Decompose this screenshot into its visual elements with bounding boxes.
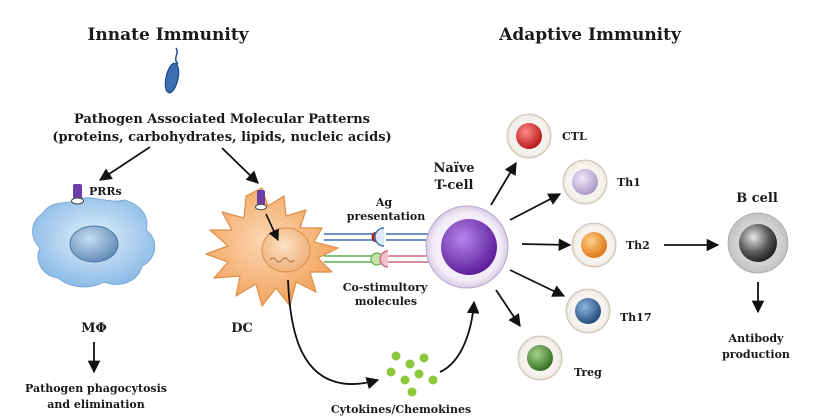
- arrow-to-th1: [509, 193, 562, 221]
- treg-label: Treg: [574, 366, 602, 379]
- costimulatory-synapse: [324, 250, 432, 268]
- th2-cell: [571, 222, 617, 268]
- bacterium-icon: [164, 47, 180, 94]
- naive-tcell-label-2: T-cell: [435, 178, 474, 193]
- pamp-subtitle: (proteins, carbohydrates, lipids, nuclei…: [52, 130, 391, 145]
- antibody-label-1: Antibody: [728, 332, 785, 345]
- arrow-dc-to-cytokines: [287, 279, 380, 390]
- dc-label: DC: [231, 321, 253, 336]
- ag-label-1: Ag: [375, 196, 393, 209]
- arrow-to-treg: [495, 289, 521, 328]
- cytokine-dots: [386, 351, 438, 397]
- phagocytosis-label-2: and elimination: [47, 398, 145, 411]
- treg-cell: [517, 335, 563, 381]
- th1-cell: [562, 159, 608, 205]
- innate-title: Innate Immunity: [87, 25, 249, 45]
- cytokines-label: Cytokines/Chemokines: [331, 403, 471, 416]
- antibody-label-2: production: [722, 348, 790, 361]
- th17-cell: [565, 288, 611, 334]
- prrs-label: PRRs: [89, 185, 122, 198]
- adaptive-title: Adaptive Immunity: [498, 25, 682, 45]
- dc-receptor-icon: [255, 190, 267, 211]
- ctl-label: CTL: [562, 130, 587, 143]
- ag-presentation-synapse: [324, 227, 432, 247]
- macrophage-label: MΦ: [81, 321, 107, 336]
- ag-label-2: presentation: [347, 210, 425, 223]
- ctl-cell: [506, 113, 552, 159]
- costim-label-1: Co-stimultory: [343, 281, 428, 294]
- arrow-receptor-to-nucleus: [265, 213, 279, 242]
- th17-label: Th17: [620, 311, 652, 324]
- macrophage-nucleus: [69, 225, 119, 263]
- b-cell: [727, 212, 789, 274]
- costim-label-2: molecules: [355, 295, 417, 308]
- th1-label: Th1: [617, 176, 641, 189]
- pamp-title: Pathogen Associated Molecular Patterns: [74, 112, 370, 127]
- naive-tcell-label-1: Naïve: [433, 161, 474, 176]
- tcell-nucleus: [441, 219, 497, 275]
- arrow-pamp-to-dc: [221, 147, 259, 184]
- dc-nucleus: [261, 227, 311, 273]
- th2-label: Th2: [626, 239, 650, 252]
- arrow-to-ctl: [490, 161, 517, 206]
- arrow-to-th2: [521, 238, 572, 252]
- arrow-to-th17: [509, 269, 566, 297]
- dendritic-cell: [205, 187, 339, 307]
- naive-tcell: [425, 205, 509, 289]
- phagocytosis-label-1: Pathogen phagocytosis: [25, 382, 167, 395]
- bcell-label: B cell: [736, 191, 778, 206]
- macrophage-cell: [32, 197, 156, 288]
- prr-receptor-icon: [71, 184, 84, 205]
- arrow-cytokines-to-tcell: [439, 300, 480, 373]
- arrow-pamp-to-macrophage: [98, 146, 151, 181]
